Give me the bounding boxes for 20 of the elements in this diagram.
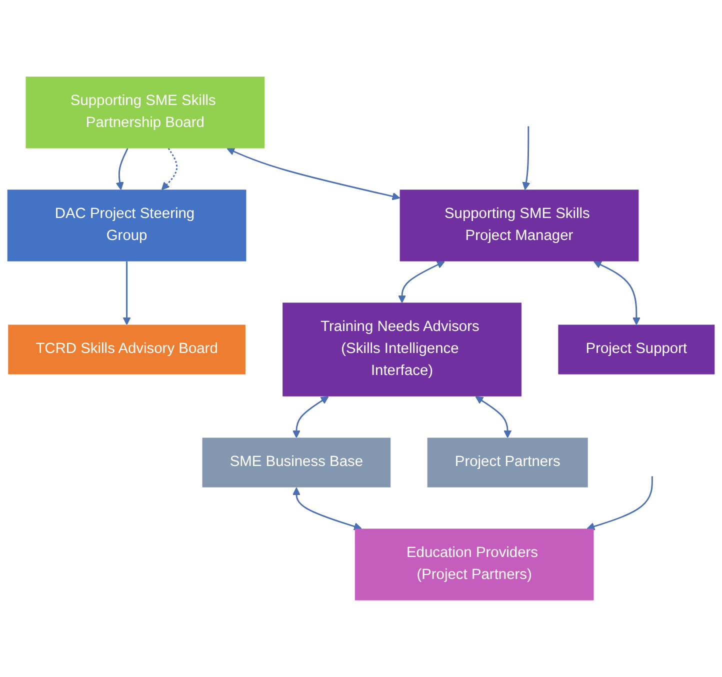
- arrow: [586, 476, 653, 530]
- arrow: [292, 396, 329, 438]
- node-box: Project Partners: [427, 438, 588, 488]
- node-box: Supporting SME Skills Project Manager: [400, 190, 639, 262]
- arrow: [398, 261, 445, 304]
- node-box: Education Providers (Project Partners): [354, 528, 594, 600]
- node-box: Supporting SME Skills Partnership Board: [26, 76, 265, 148]
- arrow: [122, 261, 131, 326]
- arrow: [594, 261, 640, 326]
- node-box: SME Business Base: [202, 438, 391, 488]
- arrow: [292, 487, 362, 530]
- arrow: [161, 148, 178, 190]
- arrow: [522, 126, 530, 190]
- node-box: Project Support: [558, 324, 715, 374]
- node-box: TCRD Skills Advisory Board: [8, 324, 246, 374]
- arrow: [475, 396, 512, 438]
- arrow: [116, 148, 128, 190]
- node-box: DAC Project Steering Group: [7, 190, 246, 262]
- node-box: Training Needs Advisors (Skills Intelligence Interface): [282, 302, 522, 396]
- arrow: [226, 148, 400, 200]
